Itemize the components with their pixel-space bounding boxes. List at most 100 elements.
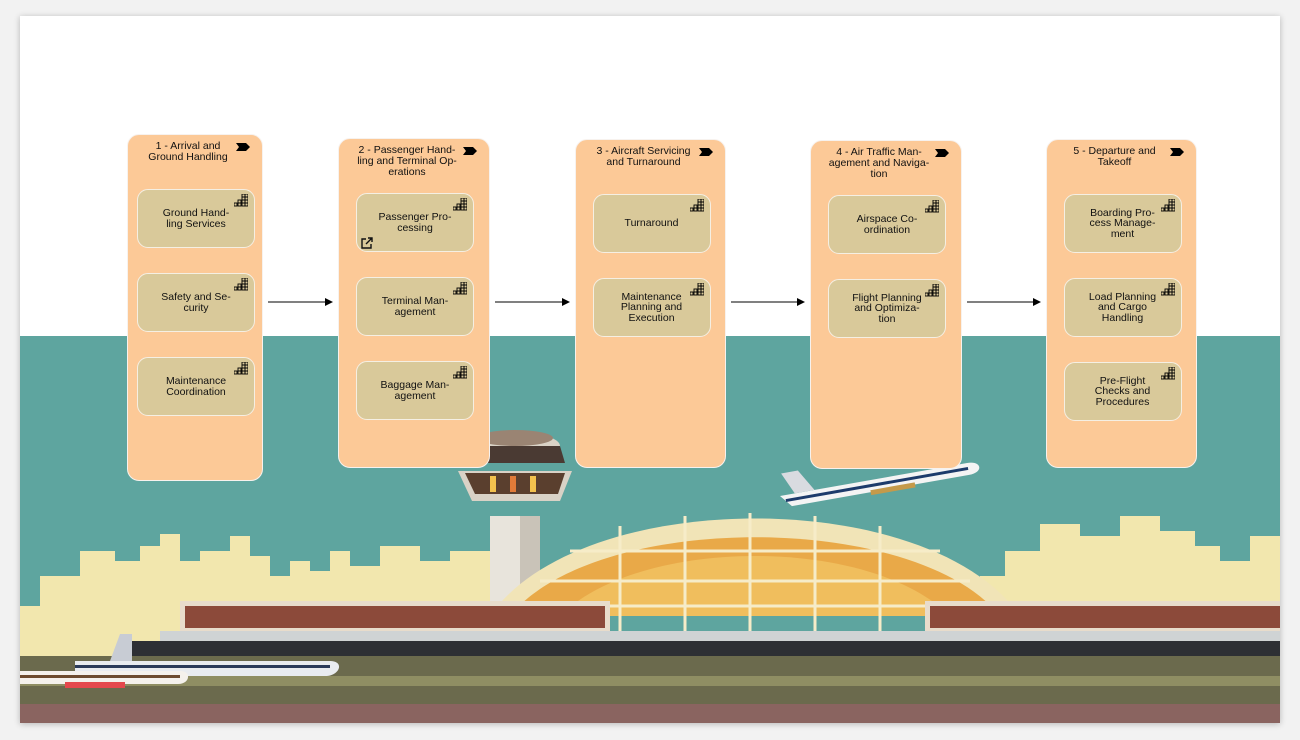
capability-icon [453,366,467,379]
capability-label-line: Terminal Man- [381,295,449,307]
value-stream-icon [935,149,949,157]
capability-label-line: cessing [397,221,433,234]
capability-label: Turnaround [609,218,695,229]
capability-label-line: Maintenance [165,375,227,387]
capability-icon [925,200,939,213]
capability-box[interactable]: Turnaround [592,194,711,253]
terminal-dome [490,513,1020,636]
value-stream-icon [236,143,250,151]
capability-icon [1160,199,1175,212]
capability-label-line: Turnaround [624,217,679,230]
stage-title-line: Ground Handling [148,151,228,163]
flow-arrow-2 [495,298,570,306]
capability-label-line: Procedures [1095,395,1150,408]
stage-title-line: erations [388,166,426,178]
capability-box[interactable]: Safety and Se-curity [137,273,255,332]
capability-icon [234,278,248,291]
capability-label-line: Flight Planning [852,291,922,304]
capability-label-line: Handling [1101,311,1144,324]
flow-arrow-1 [268,298,333,306]
stage-title-line: tion [870,168,888,180]
capability-label-line: and Optimiza- [854,302,920,315]
capability-box[interactable]: Terminal Man-agement [356,277,474,336]
capability-icon [453,198,467,211]
flow-arrow-4 [967,298,1041,306]
capability-label-line: agement [394,389,436,402]
capability-label-line: Ground Hand- [162,207,230,219]
capability-box[interactable]: Boarding Pro-cess Manage-ment [1063,194,1182,253]
stage-title-line: 4 - Air Traffic Man- [836,146,922,158]
capability-label: Airspace Co-ordination [841,214,934,235]
capability-box[interactable]: Airspace Co-ordination [828,195,946,254]
capability-box[interactable]: Baggage Man-agement [356,361,474,420]
capability-icon [453,282,467,295]
stage-title-line: 2 - Passenger Hand- [358,144,456,156]
stage-title-line: and Turnaround [606,156,681,168]
capability-label: Ground Hand-ling Services [147,208,246,229]
value-stream-icon [1170,148,1184,156]
capability-label: Terminal Man-agement [366,296,465,317]
stage-title: 2 - Passenger Hand-ling and Terminal Op-… [353,145,461,178]
capability-icon [925,284,939,297]
capability-label-line: and Cargo [1097,301,1148,314]
capability-label: Passenger Pro-cessing [363,212,468,233]
capability-label-line: Pre-Flight [1099,374,1146,387]
capability-label-line: Load Planning [1088,290,1157,303]
capability-label-line: Safety and Se- [161,291,231,303]
stage-title: 4 - Air Traffic Man-agement and Naviga-t… [825,147,933,180]
capability-icon [689,283,704,296]
capability-label-line: Planning and [620,301,683,314]
value-stream-stage-2[interactable]: 2 - Passenger Hand-ling and Terminal Op-… [338,138,490,468]
value-stream-stage-4[interactable]: 4 - Air Traffic Man-agement and Naviga-t… [810,140,962,469]
departing-plane [780,462,980,507]
capability-label-line: curity [183,301,209,314]
parked-plane-2 [20,671,189,688]
capability-box[interactable]: Ground Hand-ling Services [137,189,255,248]
capability-label: Safety and Se-curity [145,292,246,313]
stage-title-line: ling and Terminal Op- [357,155,457,167]
capability-icon [234,362,248,375]
capability-label-line: agement [394,305,436,318]
flow-arrow-3 [731,298,805,306]
capability-label-line: ling Services [166,217,226,230]
capability-label-line: Checks and [1094,385,1151,398]
stage-title-line: 1 - Arrival and [155,140,221,152]
capability-icon [1160,283,1175,296]
capability-label-line: Airspace Co- [856,213,918,225]
capability-label-line: Execution [628,311,675,324]
capability-icon [1160,367,1175,380]
capability-icon [234,194,248,207]
capability-label-line: tion [878,312,896,325]
capability-label: Baggage Man-agement [365,380,466,401]
capability-box[interactable]: Passenger Pro-cessing [356,193,474,252]
capability-label-line: Maintenance [621,290,682,303]
capability-label-line: Baggage Man- [380,379,450,391]
stage-title-line: 5 - Departure and [1073,145,1156,157]
stage-title-line: Takeoff [1097,156,1132,168]
value-stream-icon [463,147,477,155]
value-stream-icon [699,148,713,156]
capability-label-line: ment [1110,227,1135,240]
capability-icon [689,199,704,212]
capability-label-line: ordination [863,223,911,236]
external-link-icon[interactable] [360,236,374,250]
capability-label-line: Coordination [166,385,226,398]
capability-label-line: Boarding Pro- [1090,206,1155,219]
